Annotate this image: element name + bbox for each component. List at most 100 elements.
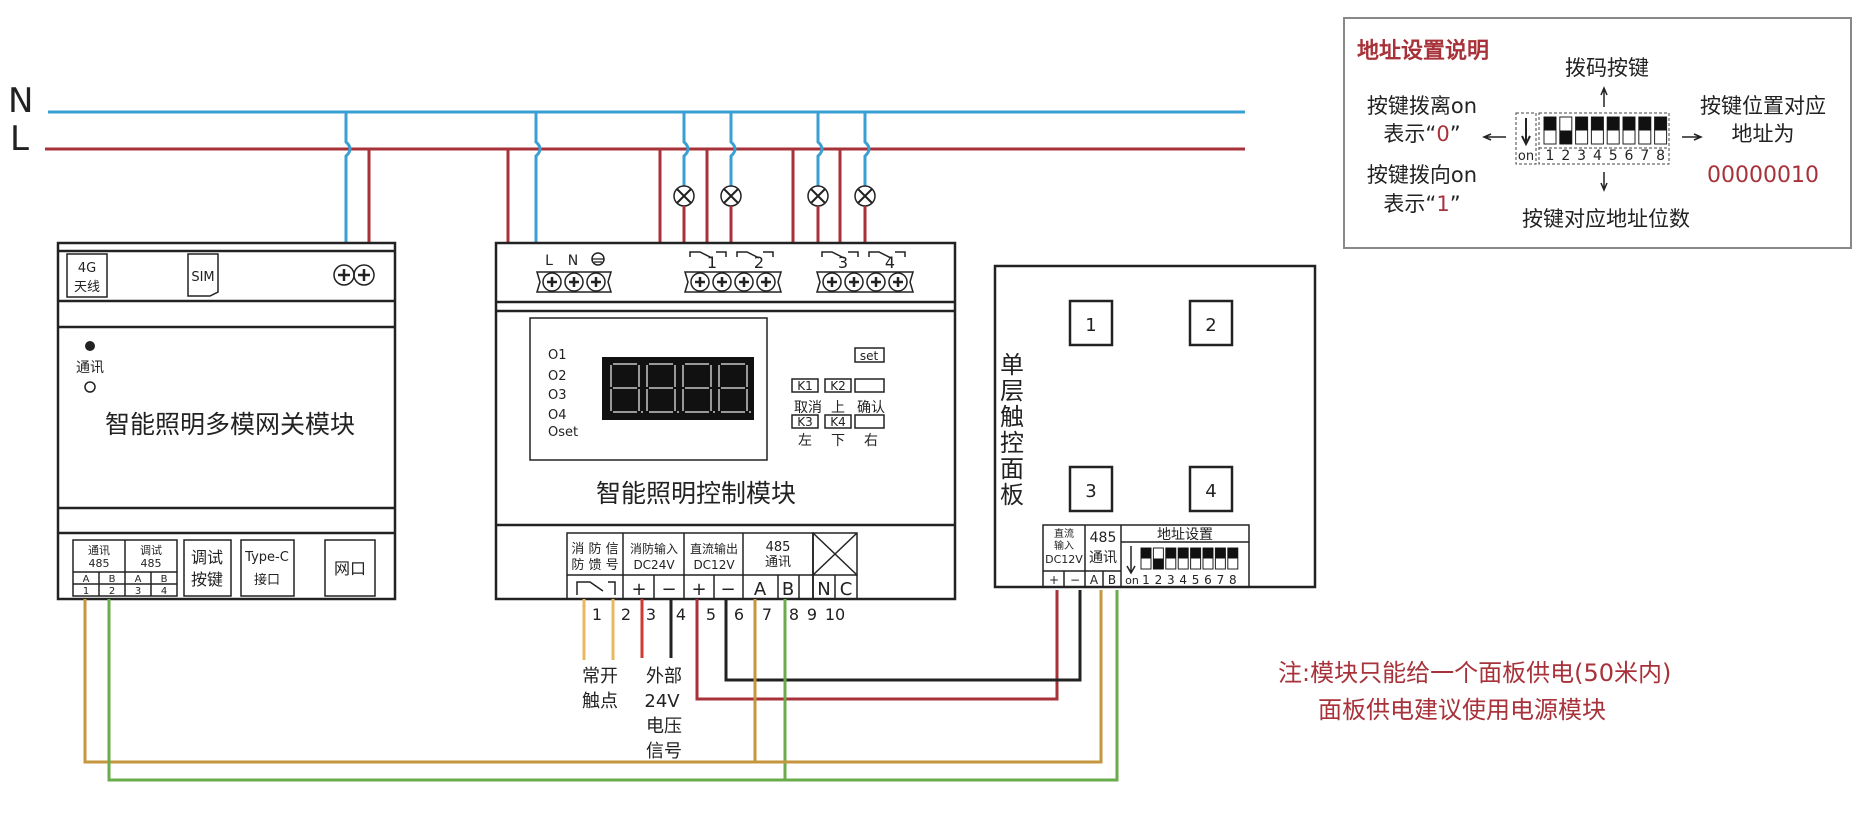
svg-text:A: A bbox=[83, 574, 90, 585]
svg-text:外部: 外部 bbox=[646, 666, 682, 687]
svg-text:B: B bbox=[161, 574, 168, 585]
voltage-note: 外部 24V 电压 信号 bbox=[644, 666, 682, 762]
svg-text:常开: 常开 bbox=[582, 666, 618, 687]
on-arrow-icon bbox=[1521, 118, 1531, 147]
down-arrow-icon bbox=[1600, 172, 1608, 192]
bus-485b-wire bbox=[107, 590, 1119, 782]
panel-power-positive-wire bbox=[695, 590, 1059, 701]
dip-number: 8 bbox=[1229, 573, 1237, 587]
status-leds: O1 O2 O3 O4 Oset bbox=[548, 348, 578, 440]
set-key[interactable] bbox=[854, 347, 885, 363]
typec-port bbox=[240, 539, 295, 597]
svg-text:set: set bbox=[860, 349, 879, 363]
svg-text:K3: K3 bbox=[797, 415, 813, 429]
dip-switch-5 bbox=[1190, 547, 1202, 570]
dip-switch-1 bbox=[1543, 116, 1557, 145]
key-k1[interactable]: K1 取消 bbox=[791, 378, 822, 416]
key-k2[interactable]: K2 上 bbox=[824, 378, 852, 416]
digit bbox=[610, 363, 643, 413]
display-frame bbox=[529, 317, 768, 461]
svg-text:取消: 取消 bbox=[794, 400, 822, 416]
debug-button[interactable] bbox=[183, 539, 232, 597]
svg-text:3: 3 bbox=[1085, 481, 1096, 502]
svg-text:上: 上 bbox=[831, 400, 845, 416]
svg-text:3: 3 bbox=[646, 605, 656, 624]
svg-text:6: 6 bbox=[734, 605, 744, 624]
panel-title: 单 层 触 控 面 板 bbox=[1000, 351, 1024, 509]
svg-text:Oset: Oset bbox=[548, 425, 578, 440]
svg-text:按键位置对应: 按键位置对应 bbox=[1700, 94, 1826, 118]
dip-number: 7 bbox=[1217, 573, 1225, 587]
svg-text:单: 单 bbox=[1000, 351, 1024, 379]
panel-button-2[interactable]: 2 bbox=[1188, 299, 1234, 347]
dip-number: 7 bbox=[1640, 148, 1649, 164]
svg-text:A: A bbox=[135, 574, 142, 585]
key-right[interactable]: 右 bbox=[854, 414, 885, 449]
antenna-port bbox=[66, 253, 108, 298]
svg-text:2: 2 bbox=[1205, 315, 1216, 336]
svg-text:485: 485 bbox=[766, 540, 791, 555]
address-help-title: 地址设置说明 bbox=[1357, 38, 1489, 64]
svg-text:直流: 直流 bbox=[1054, 527, 1074, 540]
comm-led-off bbox=[84, 381, 96, 393]
dip-switch-3 bbox=[1165, 547, 1177, 570]
svg-text:DC24V: DC24V bbox=[633, 558, 675, 572]
dip-number: 6 bbox=[1204, 573, 1212, 587]
lamp-2 bbox=[720, 112, 742, 243]
contact-symbol bbox=[576, 581, 616, 595]
svg-text:4: 4 bbox=[1205, 481, 1216, 502]
svg-text:9: 9 bbox=[807, 605, 817, 624]
svg-text:防 馈 号: 防 馈 号 bbox=[571, 557, 618, 573]
panel-button-1[interactable]: 1 bbox=[1068, 299, 1114, 347]
touch-panel: 单 层 触 控 面 板 1 2 3 4 bbox=[993, 264, 1317, 589]
svg-text:24V: 24V bbox=[644, 691, 680, 712]
dip-label: 拨码按键 bbox=[1565, 56, 1649, 80]
note-line-1: 注:模块只能给一个面板供电(50米内) bbox=[1278, 659, 1671, 687]
dip-number: 4 bbox=[1179, 573, 1187, 587]
key-k4[interactable]: K4 下 bbox=[824, 414, 852, 449]
lamp-1 bbox=[673, 112, 695, 243]
relay-label-4: 4 bbox=[885, 253, 895, 272]
dip-number: 5 bbox=[1609, 148, 1618, 164]
svg-text:DC12V: DC12V bbox=[693, 558, 735, 572]
controller-title: 智能照明控制模块 bbox=[596, 479, 796, 508]
on-arrow-icon bbox=[1126, 546, 1136, 575]
dip-switch-1 bbox=[1140, 547, 1152, 570]
dip-switch-7 bbox=[1214, 547, 1226, 570]
dip-switch-2 bbox=[1152, 547, 1164, 570]
svg-text:4G: 4G bbox=[78, 261, 96, 276]
svg-text:表示“1”: 表示“1” bbox=[1383, 192, 1460, 216]
panel-button-3[interactable]: 3 bbox=[1068, 465, 1114, 513]
relay-terminal-block-3-4 bbox=[815, 271, 915, 293]
svg-text:电压: 电压 bbox=[646, 716, 682, 737]
svg-text:地址为: 地址为 bbox=[1732, 122, 1795, 146]
relay-contact-icon bbox=[689, 251, 727, 259]
dip-switch-3 bbox=[1575, 116, 1589, 145]
lamp-3 bbox=[807, 112, 829, 243]
svg-text:网口: 网口 bbox=[334, 559, 366, 578]
key-k3[interactable]: K3 左 bbox=[791, 414, 819, 449]
svg-text:K1: K1 bbox=[797, 379, 813, 393]
dip-number: 1 bbox=[1546, 148, 1555, 164]
comm-led-on bbox=[85, 341, 95, 351]
terminal-blocks bbox=[535, 271, 915, 293]
svg-text:485: 485 bbox=[89, 557, 110, 570]
key-confirm[interactable]: 确认 bbox=[854, 378, 885, 416]
svg-text:on: on bbox=[1518, 149, 1534, 164]
relay-label-1: 1 bbox=[707, 253, 717, 272]
up-arrow-icon bbox=[1600, 86, 1608, 107]
svg-text:7: 7 bbox=[762, 605, 772, 624]
lamp-4 bbox=[854, 112, 876, 243]
bus-485a-wire bbox=[83, 590, 1103, 764]
svg-text:消 防 信: 消 防 信 bbox=[571, 541, 618, 557]
digit bbox=[718, 363, 751, 413]
relay-contact-icon bbox=[736, 251, 774, 259]
dip-switch-6 bbox=[1622, 116, 1636, 145]
panel-button-4[interactable]: 4 bbox=[1188, 465, 1234, 513]
svg-text:+: + bbox=[691, 579, 706, 600]
svg-text:输入: 输入 bbox=[1054, 539, 1074, 552]
svg-text:1: 1 bbox=[83, 586, 89, 597]
